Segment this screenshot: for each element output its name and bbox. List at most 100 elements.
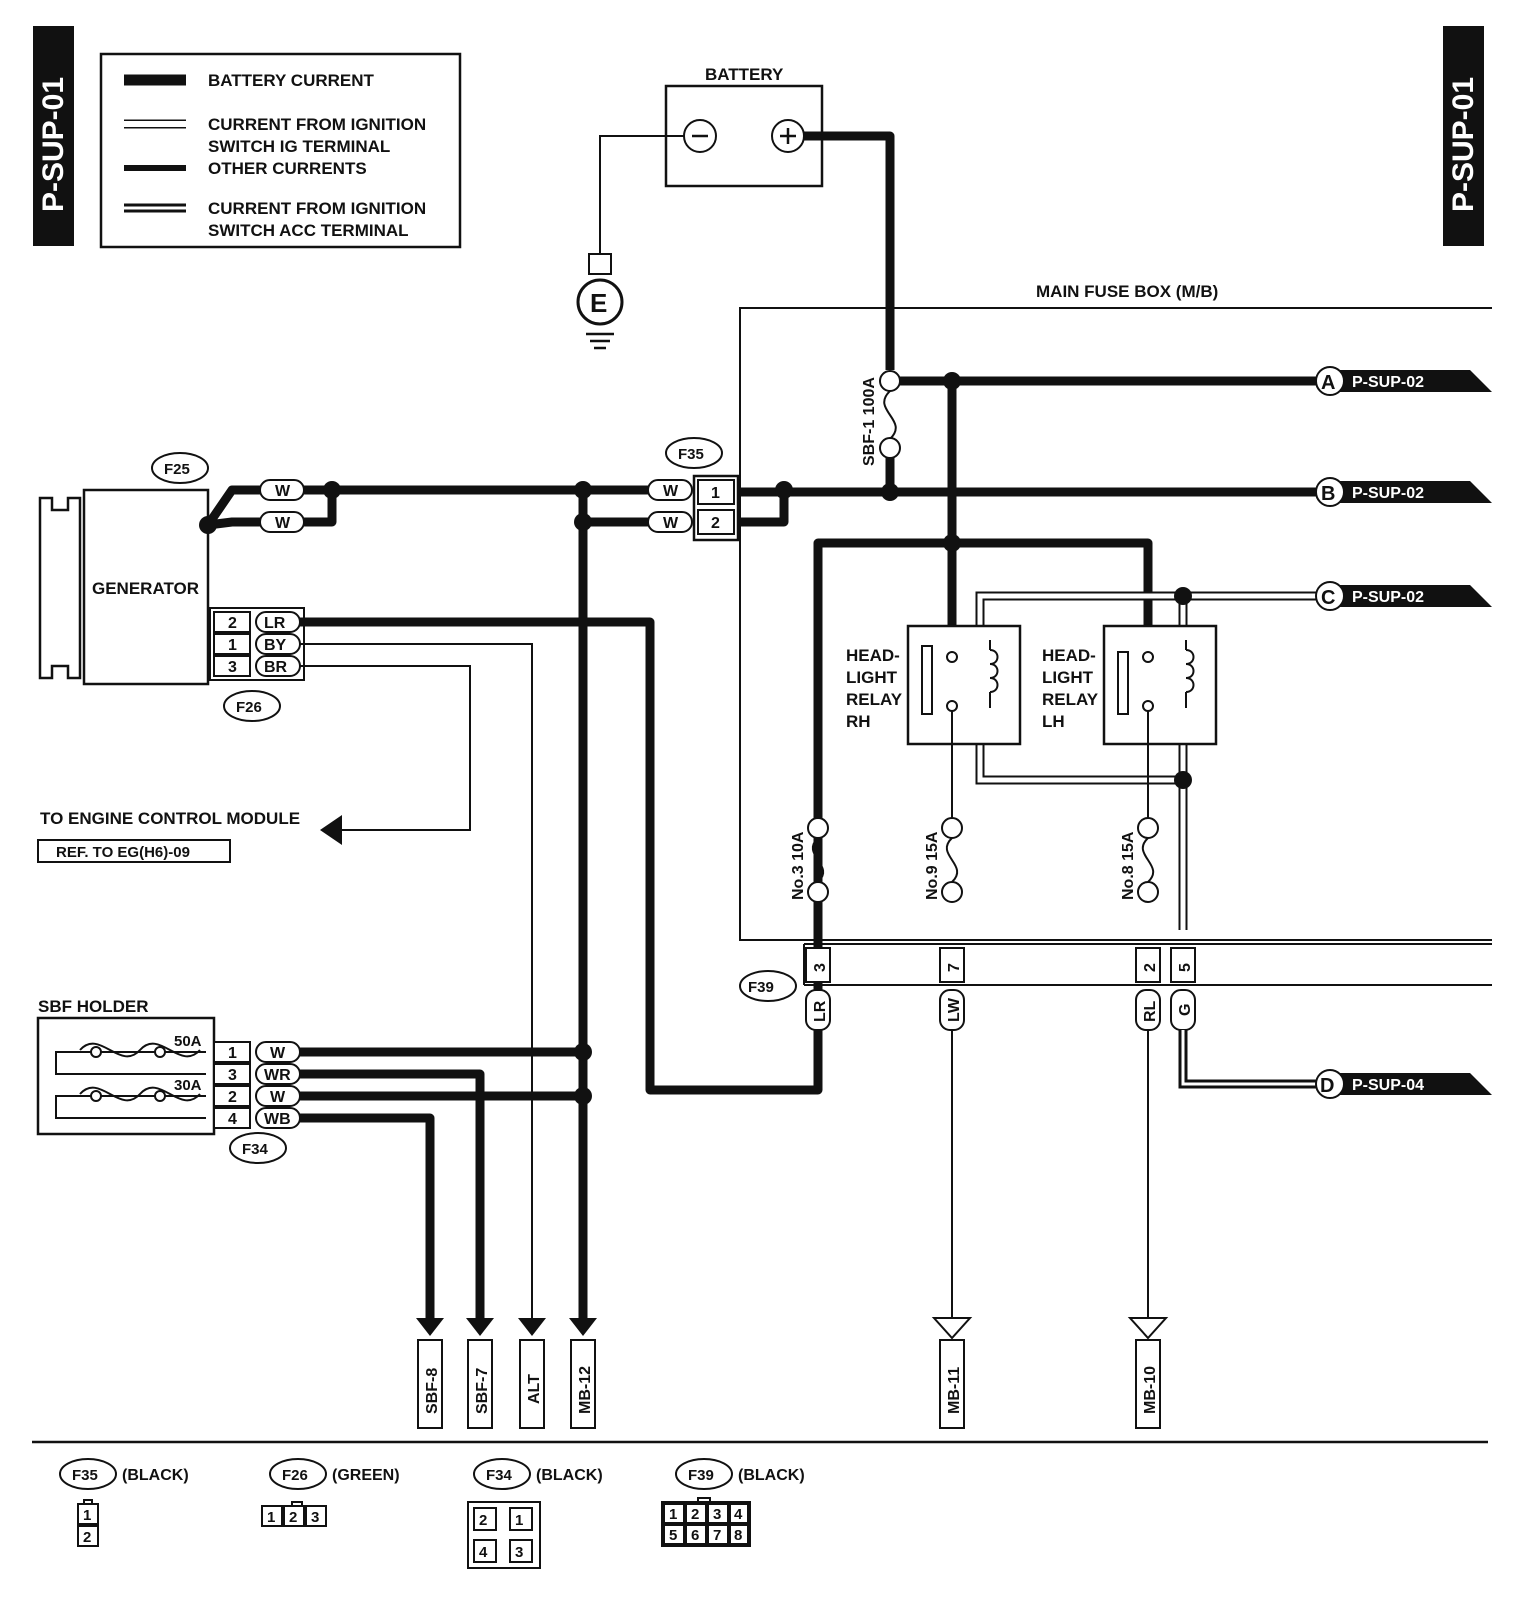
svg-text:F26: F26 [236,699,262,716]
svg-text:1: 1 [228,1045,237,1062]
svg-text:P-SUP-04: P-SUP-04 [1352,1077,1424,1094]
battery: BATTERY [664,65,824,188]
svg-text:REF. TO EG(H6)-09: REF. TO EG(H6)-09 [56,844,190,861]
svg-text:CURRENT FROM IGNITION: CURRENT FROM IGNITION [208,199,426,218]
svg-text:C: C [1321,587,1335,609]
generator: GENERATOR F25 [38,452,210,686]
offpage-a: A P-SUP-02 [1315,366,1492,396]
offpage-d: D P-SUP-04 [1315,1069,1492,1099]
terminal-mb-12: MB-12 [569,1318,597,1429]
svg-text:D: D [1320,1075,1334,1097]
svg-text:E: E [590,288,607,318]
terminal-mb-10: MB-10 [1127,1317,1169,1429]
svg-text:3: 3 [515,1544,523,1561]
svg-text:No.9 15A: No.9 15A [924,831,941,900]
svg-text:50A: 50A [174,1033,202,1050]
f25-wire-tags: W W [259,479,305,533]
svg-text:SBF-7: SBF-7 [474,1368,491,1414]
svg-text:3: 3 [228,659,237,676]
svg-text:CURRENT FROM IGNITION: CURRENT FROM IGNITION [208,115,426,134]
svg-text:2: 2 [83,1529,91,1546]
svg-text:30A: 30A [174,1077,202,1094]
wire-lr [300,617,823,1095]
svg-text:P-SUP-01: P-SUP-01 [37,77,70,212]
svg-text:P-SUP-01: P-SUP-01 [1447,77,1480,212]
connector-view-f39: F39 (BLACK) 1 2 3 4 5 6 7 8 [661,1458,805,1547]
svg-text:LIGHT: LIGHT [846,668,898,687]
svg-text:8: 8 [734,1527,742,1544]
terminal-alt: ALT [518,1318,546,1429]
svg-text:SBF-1 100A: SBF-1 100A [861,377,878,466]
fuse-no8: No.8 15A [1120,817,1159,903]
svg-text:LR: LR [264,615,286,632]
svg-text:W: W [270,1045,286,1062]
svg-text:SWITCH ACC TERMINAL: SWITCH ACC TERMINAL [208,221,409,240]
connector-f35: F35 W W 1 2 [647,437,740,542]
wire-sbf8 [300,1113,435,1318]
svg-text:F26: F26 [282,1467,308,1484]
fuse-no3: No.3 10A [790,817,829,903]
svg-text:1: 1 [267,1509,275,1526]
svg-text:HEAD-: HEAD- [846,646,900,665]
svg-text:A: A [1321,372,1335,394]
svg-text:4: 4 [228,1111,237,1128]
svg-text:SBF-8: SBF-8 [424,1368,441,1414]
svg-text:5: 5 [669,1527,677,1544]
svg-text:W: W [663,483,679,500]
svg-text:F34: F34 [242,1141,269,1158]
svg-text:3: 3 [228,1067,237,1084]
main-fuse-box: MAIN FUSE BOX (M/B) [739,282,1492,941]
svg-text:W: W [275,483,291,500]
svg-text:P-SUP-02: P-SUP-02 [1352,485,1424,502]
svg-text:2: 2 [691,1506,699,1523]
ecm-reference: TO ENGINE CONTROL MODULE REF. TO EG(H6)-… [37,809,300,863]
legend-battery-current: BATTERY CURRENT [208,71,375,90]
svg-text:6: 6 [691,1527,699,1544]
wire-d [1178,1030,1318,1089]
svg-text:SWITCH IG TERMINAL: SWITCH IG TERMINAL [208,137,390,156]
svg-text:HEAD-: HEAD- [1042,646,1096,665]
svg-text:2: 2 [711,515,720,532]
svg-text:ALT: ALT [526,1374,543,1404]
page-tag-right: P-SUP-01 [1443,26,1484,246]
wire-sbf7 [300,1069,485,1318]
svg-text:P-SUP-02: P-SUP-02 [1352,589,1424,606]
svg-text:LIGHT: LIGHT [1042,668,1094,687]
page-tag-left: P-SUP-01 [33,26,74,246]
svg-text:RELAY: RELAY [846,690,903,709]
svg-text:7: 7 [946,963,963,972]
fuse-no9: No.9 15A [924,817,963,903]
svg-text:(BLACK): (BLACK) [536,1467,603,1484]
svg-text:GENERATOR: GENERATOR [92,579,199,598]
svg-text:(BLACK): (BLACK) [122,1467,189,1484]
svg-text:TO ENGINE CONTROL MODULE: TO ENGINE CONTROL MODULE [40,809,300,828]
svg-text:MB-12: MB-12 [577,1366,594,1414]
svg-text:No.8 15A: No.8 15A [1120,831,1137,900]
svg-text:7: 7 [713,1527,721,1544]
svg-text:LR: LR [812,1000,829,1022]
svg-text:2: 2 [479,1512,487,1529]
svg-text:MAIN FUSE BOX (M/B): MAIN FUSE BOX (M/B) [1036,282,1218,301]
terminal-sbf-7: SBF-7 [466,1318,494,1429]
svg-text:F39: F39 [748,979,774,996]
connector-view-f34: F34 (BLACK) 2 1 4 3 [467,1458,603,1569]
svg-text:1: 1 [83,1507,91,1524]
wire-relay-feed [813,538,1153,1028]
svg-text:P-SUP-02: P-SUP-02 [1352,374,1424,391]
svg-text:2: 2 [1142,963,1159,972]
ground-e: E [576,135,684,350]
svg-text:WB: WB [264,1111,291,1128]
svg-text:RELAY: RELAY [1042,690,1099,709]
sbf-holder: SBF HOLDER 50A 30A [36,997,216,1136]
svg-text:2: 2 [228,615,237,632]
terminal-mb-11: MB-11 [931,1317,973,1429]
wire-ecm [300,665,471,831]
svg-text:(BLACK): (BLACK) [738,1467,805,1484]
svg-text:G: G [1177,1004,1194,1016]
svg-text:(GREEN): (GREEN) [332,1467,400,1484]
svg-text:WR: WR [264,1067,291,1084]
svg-text:F35: F35 [678,446,704,463]
svg-text:RH: RH [846,712,871,731]
svg-text:OTHER CURRENTS: OTHER CURRENTS [208,159,367,178]
